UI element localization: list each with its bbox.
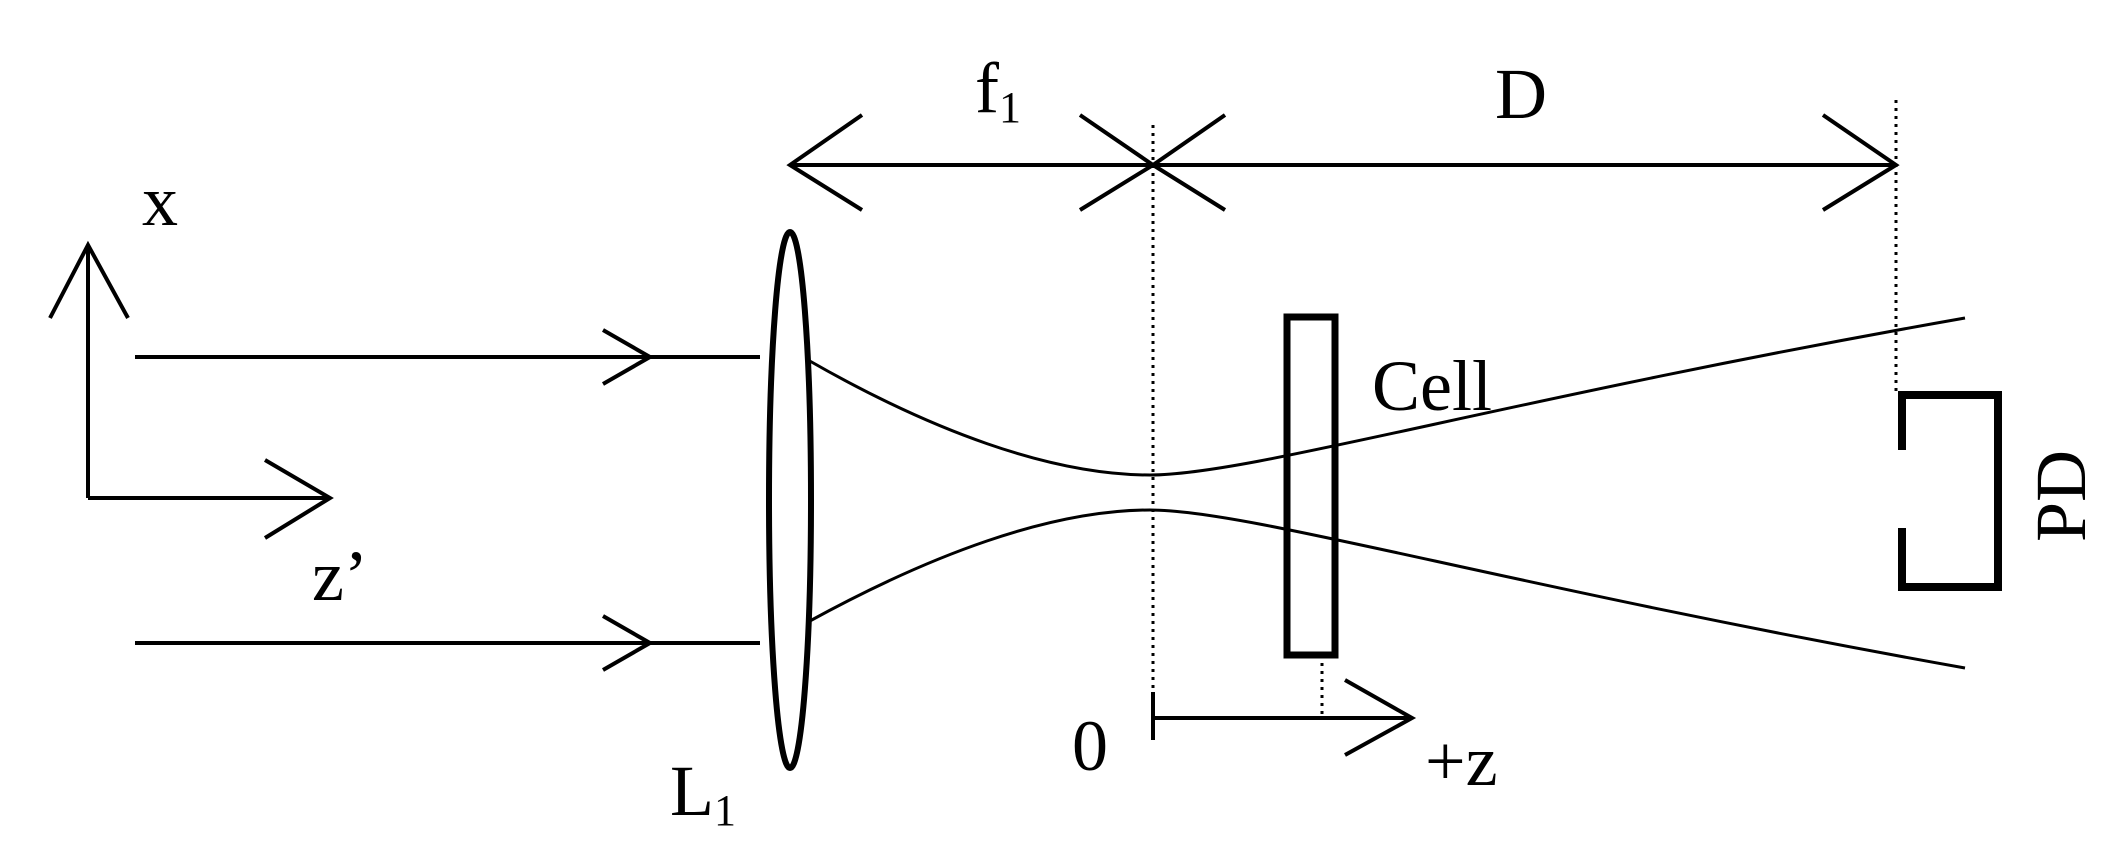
f1-right-arrowhead xyxy=(1078,113,1157,212)
z-prime-axis-label: z’ xyxy=(312,536,368,616)
upper-ray-arrowhead xyxy=(602,328,655,386)
x-axis-arrowhead xyxy=(48,240,130,319)
z-axis xyxy=(1151,678,1417,757)
z-origin-label: 0 xyxy=(1072,706,1108,786)
lens-label: L1 xyxy=(670,751,736,835)
f1-label-subscript: 1 xyxy=(999,83,1021,132)
d-right-arrowhead xyxy=(1821,113,1900,212)
lens-l1 xyxy=(766,229,814,771)
coordinate-axes xyxy=(48,240,334,540)
lower-ray-arrowhead xyxy=(602,614,655,672)
photodetector xyxy=(1898,391,2002,591)
f1-left-arrowhead xyxy=(786,113,864,212)
plus-z-label: +z xyxy=(1425,721,1498,801)
f1-label-letter: f xyxy=(975,48,999,128)
cell-label: Cell xyxy=(1372,346,1492,426)
sample-cell xyxy=(1283,313,1339,659)
incident-beam xyxy=(135,328,760,672)
beam-upper-edge xyxy=(807,316,1966,477)
z-prime-axis-arrowhead xyxy=(263,458,334,540)
photodetector-label: PD xyxy=(2021,450,2101,542)
f1-label: f1 xyxy=(975,48,1021,132)
focused-beam-envelope xyxy=(807,316,1966,670)
lens-label-letter: L xyxy=(670,751,714,831)
lens-label-subscript: 1 xyxy=(714,786,736,835)
distance-d-label: D xyxy=(1495,54,1547,134)
d-left-arrowhead xyxy=(1149,113,1227,212)
dimension-arrows xyxy=(786,113,1900,212)
x-axis-label: x xyxy=(142,161,178,241)
z-axis-arrowhead xyxy=(1344,678,1417,757)
beam-lower-edge xyxy=(807,508,1966,670)
